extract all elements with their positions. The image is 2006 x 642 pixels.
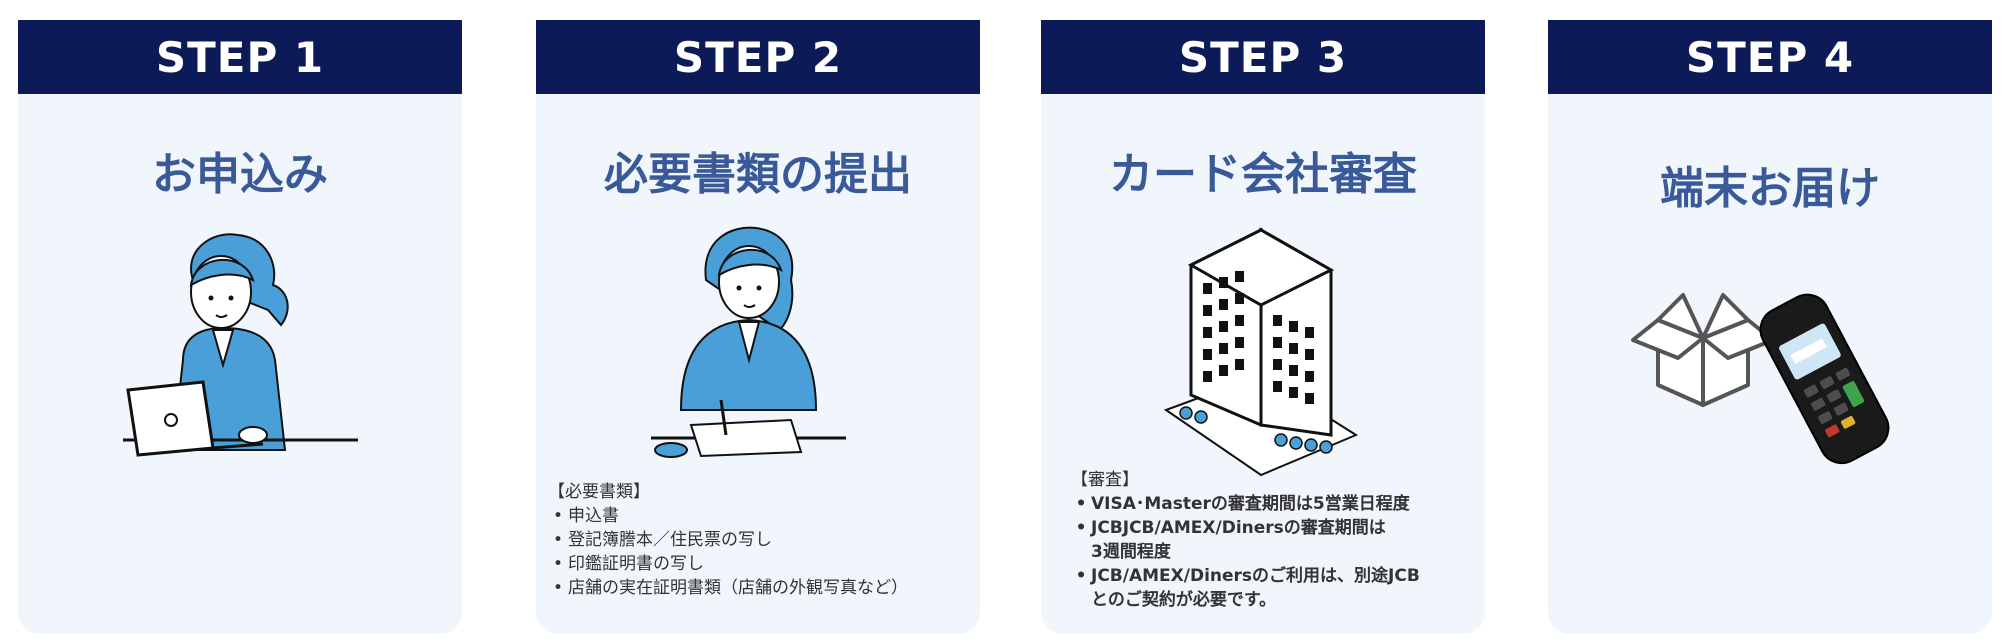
woman-writing-illustration xyxy=(651,226,846,458)
screening-notes: 【審査】 •VISA･Masterの審査期間は5営業日程度 •JCBJCB/AM… xyxy=(1071,468,1420,612)
step-header: STEP 1 xyxy=(18,20,462,94)
list-item: •店舗の実在証明書類（店舗の外観写真など） xyxy=(552,578,908,598)
list-item: •印鑑証明書の写し xyxy=(552,554,704,574)
step-header: STEP 3 xyxy=(1041,20,1485,94)
step-header: STEP 2 xyxy=(536,20,980,94)
list-item: •登記簿謄本／住民票の写し xyxy=(552,530,772,550)
step-card-1: STEP 1 お申込み xyxy=(18,20,462,634)
box-icon xyxy=(1631,293,1775,407)
step-title: お申込み xyxy=(152,149,328,200)
list-item: •JCBJCB/AMEX/Dinersの審査期間は xyxy=(1075,518,1386,538)
list-item: •申込書 xyxy=(552,506,619,526)
notes-heading: 【必要書類】 xyxy=(548,482,650,502)
step-card-4: STEP 4 端末お届け xyxy=(1548,20,1992,634)
woman-laptop-illustration xyxy=(123,233,358,457)
payment-terminal-icon xyxy=(1759,293,1890,465)
step-header: STEP 4 xyxy=(1548,20,1992,94)
notes-heading: 【審査】 xyxy=(1071,470,1139,490)
step-card-3: STEP 3 カード会社審査 【審査】 •VISA･Masterの審 xyxy=(1041,20,1485,634)
office-building-illustration xyxy=(1163,227,1359,477)
step-title: 端末お届け xyxy=(1660,163,1880,214)
step-card-2: STEP 2 必要書類の提出 【必要書類】 •申込書 •登記簿謄本／住民票の写し… xyxy=(536,20,980,634)
list-item: •JCB/AMEX/Dinersのご利用は、別途JCB xyxy=(1075,566,1420,586)
step-title: 必要書類の提出 xyxy=(604,149,912,200)
list-item: 3週間程度 xyxy=(1091,542,1171,562)
list-item: •VISA･Masterの審査期間は5営業日程度 xyxy=(1075,494,1410,514)
step-title: カード会社審査 xyxy=(1109,149,1417,200)
required-documents-notes: 【必要書類】 •申込書 •登記簿謄本／住民票の写し •印鑑証明書の写し •店舗の… xyxy=(548,480,908,600)
list-item: とのご契約が必要です。 xyxy=(1091,590,1277,610)
